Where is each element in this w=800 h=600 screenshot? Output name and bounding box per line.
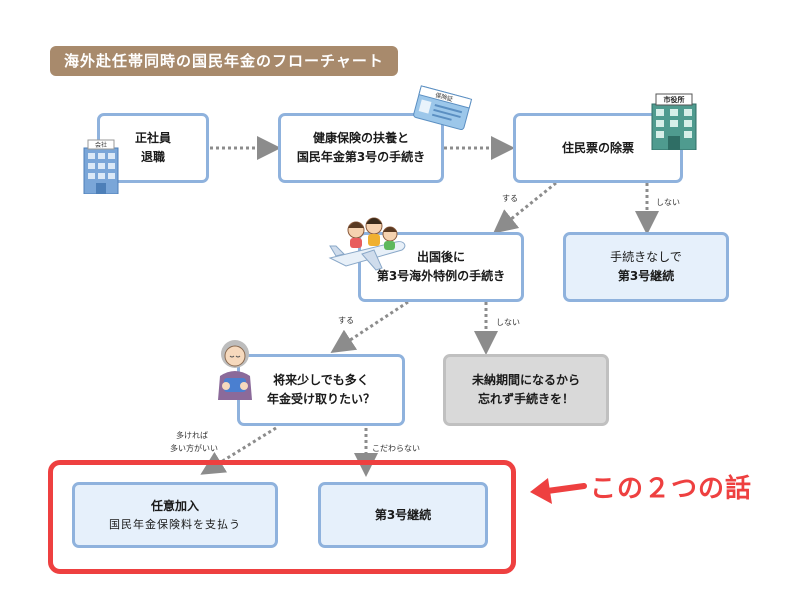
node-insurance: 健康保険の扶養と 国民年金第3号の手続き: [278, 113, 444, 183]
node-resign-line2: 退職: [140, 150, 165, 164]
label-residence-no: しない: [656, 198, 680, 207]
node-residence-line1: 住民票の除票: [561, 140, 634, 155]
highlight-box: [48, 460, 516, 574]
arrow-residence-to-overseas: [492, 181, 557, 234]
node-voluntary-line1: 任意加入: [150, 499, 199, 514]
node-no-procedure-line2: 第3号継続: [617, 269, 675, 283]
elderly-person-icon: [218, 340, 252, 400]
node-unpaid-line1: 未納期間になるから: [471, 373, 580, 388]
company-sign-text: 会社: [95, 141, 107, 149]
label-future-more-2: 多い方がいい: [170, 444, 218, 453]
node-overseas-line1: 出国後に: [416, 250, 465, 265]
node-continue3-line1: 第3号継続: [374, 507, 432, 522]
office-sign-text: 市役所: [664, 95, 685, 104]
node-voluntary-line2: 国民年金保険料を支払う: [109, 517, 241, 531]
label-future-indifferent: こだわらない: [372, 444, 420, 453]
node-unpaid: 未納期間になるから 忘れず手続きを！: [443, 354, 609, 426]
node-overseas-line2: 第3号海外特例の手続き: [376, 269, 506, 283]
callout-text: この２つの話: [590, 474, 753, 504]
label-overseas-no: しない: [496, 318, 520, 327]
callout-arrowhead: [530, 478, 552, 504]
node-unpaid-line2: 忘れず手続きを！: [477, 392, 574, 406]
insurance-card-icon: 保険証: [413, 85, 473, 131]
label-residence-yes: する: [502, 194, 518, 203]
node-future-line2: 年金受け取りたい？: [266, 392, 375, 406]
company-building-icon: 会社: [83, 139, 119, 194]
chart-title: 海外赴任帯同時の国民年金のフローチャート: [50, 46, 398, 76]
node-no-procedure: 手続きなしで 第3号継続: [563, 232, 729, 302]
arrow-overseas-to-future: [330, 300, 409, 353]
label-overseas-yes: する: [338, 316, 354, 325]
node-resign-line1: 正社員: [134, 131, 171, 146]
node-voluntary: 任意加入 国民年金保険料を支払う: [72, 482, 278, 548]
node-resign: 正社員 退職: [97, 113, 209, 183]
node-insurance-line1: 健康保険の扶養と: [312, 131, 409, 146]
label-future-more-1: 多ければ: [176, 431, 208, 440]
node-future: 将来少しでも多く 年金受け取りたい？: [237, 354, 405, 426]
node-no-procedure-line1: 手続きなしで: [610, 250, 682, 265]
city-office-icon: 市役所: [651, 93, 697, 150]
node-future-line1: 将来少しでも多く: [273, 373, 369, 388]
node-insurance-line2: 国民年金第3号の手続き: [296, 150, 426, 164]
node-continue3: 第3号継続: [318, 482, 488, 548]
family-airplane-icon: [328, 217, 406, 271]
